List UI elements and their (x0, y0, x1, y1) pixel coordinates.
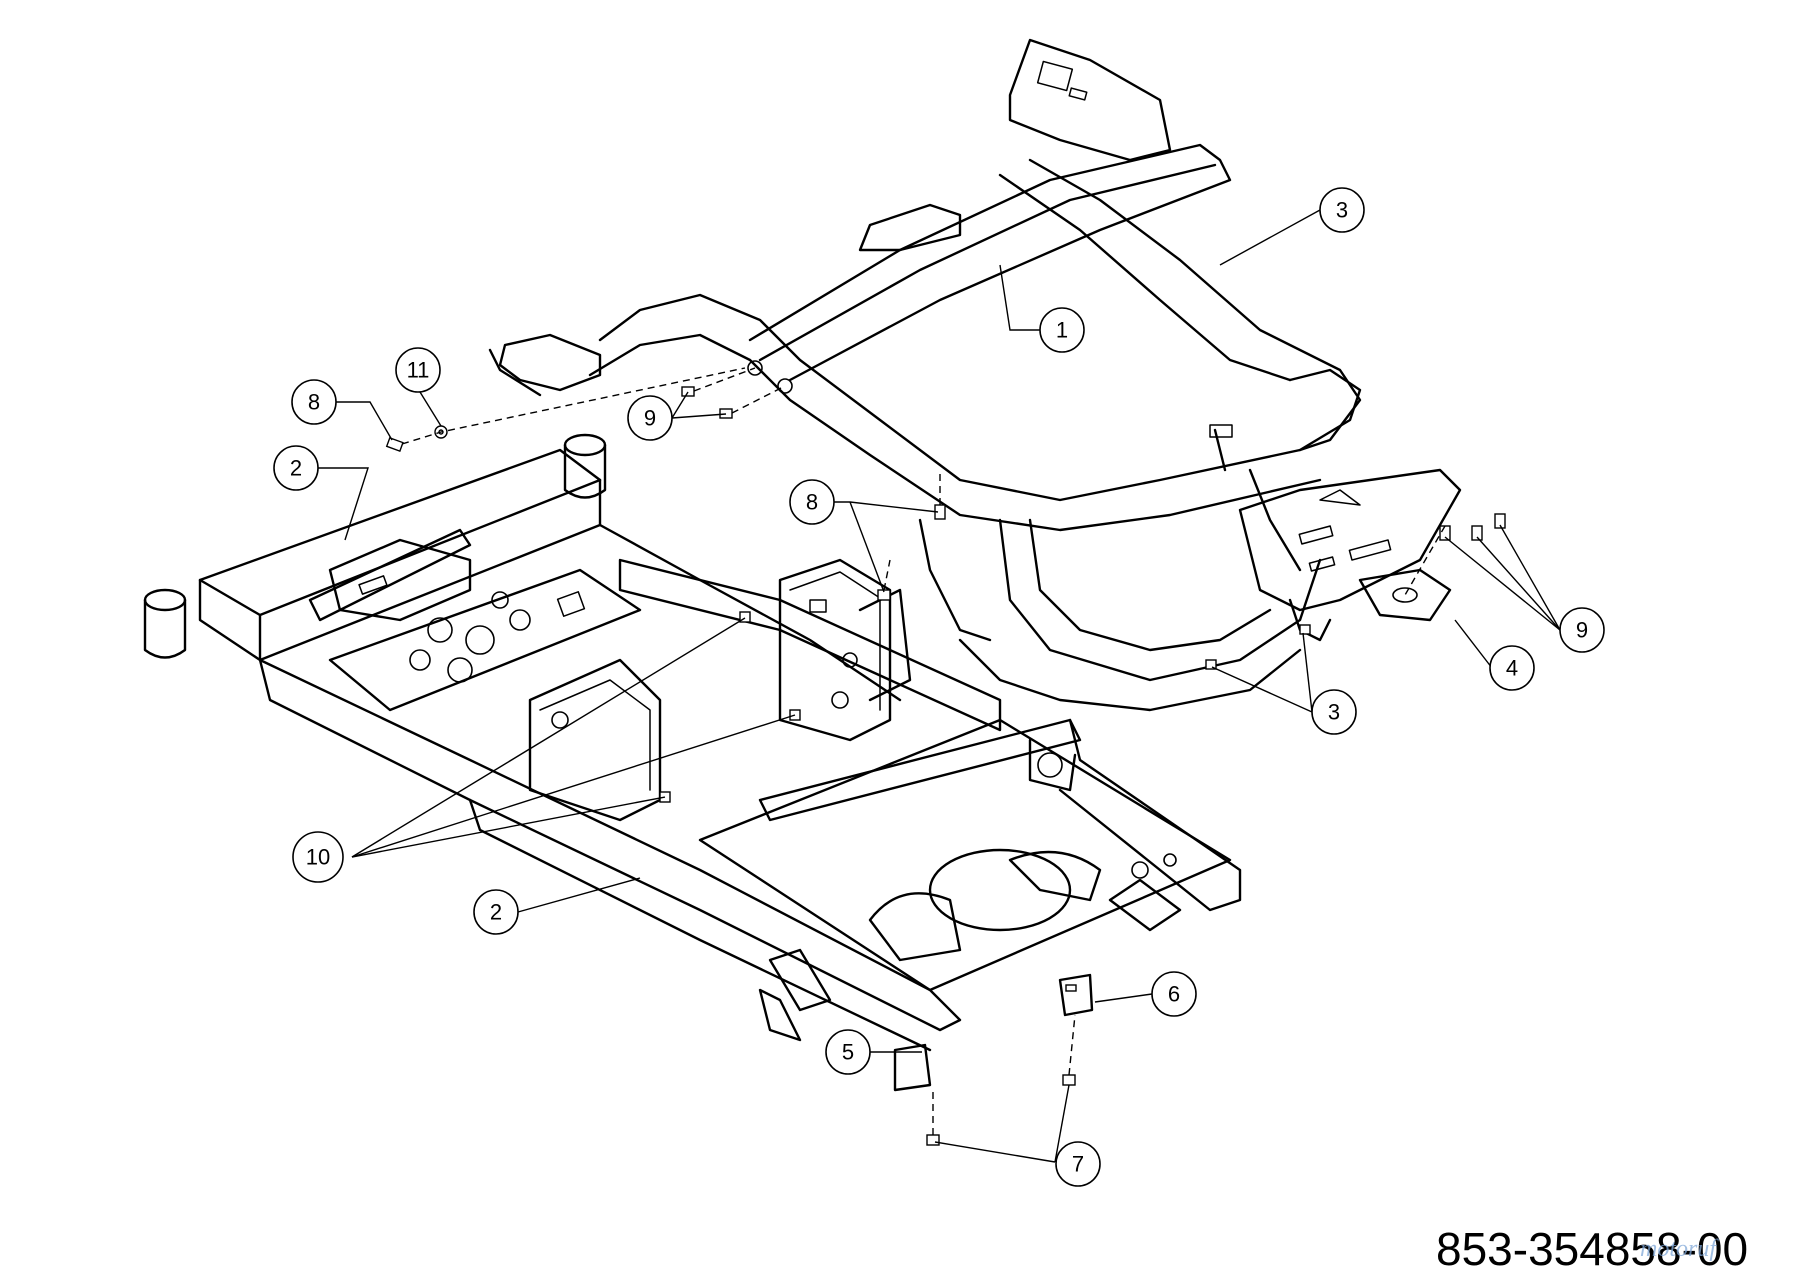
svg-text:5: 5 (842, 1040, 854, 1065)
svg-text:2: 2 (290, 456, 302, 481)
callout-9b: 9 (1559, 607, 1605, 653)
svg-text:6: 6 (1168, 982, 1180, 1007)
callout-10: 10 (292, 831, 344, 883)
svg-text:9: 9 (644, 406, 656, 431)
callout-1: 1 (1039, 307, 1085, 353)
callout-2a: 2 (273, 445, 319, 491)
svg-text:11: 11 (407, 358, 430, 383)
callout-5: 5 (825, 1029, 871, 1075)
callout-3a: 3 (1319, 187, 1365, 233)
leader-lines (318, 209, 1561, 1163)
rear-bumper-plate (1238, 468, 1462, 642)
svg-text:1: 1 (1056, 318, 1068, 343)
seat-support-frame (958, 38, 1362, 712)
watermark-logo: motoruf (1640, 1236, 1717, 1262)
hardware-parts (385, 386, 1506, 1146)
svg-text:7: 7 (1072, 1152, 1084, 1177)
svg-text:3: 3 (1336, 198, 1348, 223)
drawing-number: 853-354858-00 (1436, 1223, 1749, 1275)
svg-text:3: 3 (1328, 700, 1340, 725)
svg-text:10: 10 (306, 845, 330, 870)
main-chassis (143, 433, 1242, 1052)
svg-text:8: 8 (806, 490, 818, 515)
callout-11: 11 (395, 347, 441, 393)
svg-text:4: 4 (1506, 656, 1518, 681)
upper-frame-tube (488, 143, 1362, 642)
callout-9a: 9 (627, 395, 673, 441)
callout-8a: 8 (291, 379, 337, 425)
callout-8b: 8 (789, 479, 835, 525)
callout-6: 6 (1151, 971, 1197, 1017)
callout-3b: 3 (1311, 689, 1357, 735)
callout-2b: 2 (473, 889, 519, 935)
svg-text:8: 8 (308, 390, 320, 415)
svg-text:9: 9 (1576, 618, 1588, 643)
callout-4: 4 (1489, 645, 1535, 691)
callout-7: 7 (1055, 1141, 1101, 1187)
svg-text:2: 2 (490, 900, 502, 925)
